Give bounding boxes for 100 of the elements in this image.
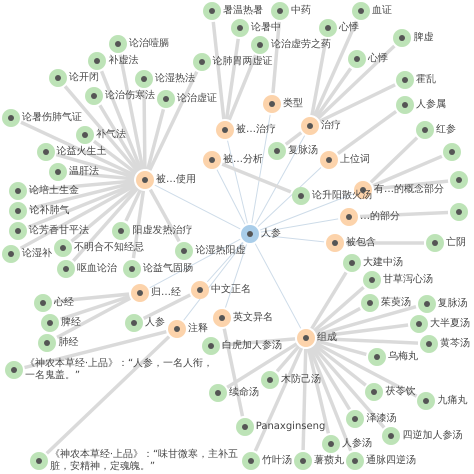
entity-node: 白虎加人参汤 [202, 337, 282, 355]
center-node: 人参 [241, 225, 281, 243]
connector-line [251, 114, 271, 224]
connector-line [314, 67, 352, 118]
connector-line [60, 294, 130, 321]
relation-node: 英文异名 [213, 309, 273, 327]
entity-node: 论暑中 [230, 18, 281, 37]
entity-node: 心悸 [348, 50, 388, 68]
entity-node: 论湿补 [2, 244, 52, 262]
connector-line [254, 243, 302, 329]
connector-line [154, 184, 241, 230]
connector-line [360, 210, 448, 218]
entity-node: 论开闭 [48, 68, 99, 87]
connector-line [20, 184, 136, 250]
entity-node: 黄芩汤 [420, 334, 470, 353]
connector-line [312, 20, 358, 117]
relation-node: 组成 [297, 329, 337, 347]
connector-line [224, 244, 248, 308]
connector-line [56, 296, 132, 339]
connector-line [228, 54, 258, 120]
entity-node: 续命汤 [208, 384, 259, 402]
connector-line [46, 335, 170, 455]
entity-node: 心经 [34, 294, 74, 312]
connector-line [310, 38, 328, 116]
connector-line [132, 190, 146, 258]
connector-line [316, 339, 367, 356]
connector-line [224, 38, 240, 120]
entity-node: 肺经 [38, 334, 78, 352]
relation-node: …的部分 [340, 208, 400, 226]
entity-node: 论补肺气 [9, 202, 70, 220]
relation-node: 注释 [168, 320, 208, 338]
entity-node: 论暑伤肺气证 [2, 108, 82, 127]
connector-line [227, 140, 248, 224]
connector-line [271, 22, 281, 94]
connector-line [260, 234, 325, 242]
relation-node: 上位词 [320, 151, 370, 169]
entity-node: 亡阴 [426, 234, 466, 252]
connector-line [149, 238, 241, 288]
entity-node: 论治伤寒法 [85, 86, 156, 105]
entity-node: 阳虚发热治疗 [112, 222, 192, 240]
entity-node: 四逆加人参汤 [382, 426, 462, 445]
connector-line [370, 136, 418, 184]
connector-line [64, 85, 140, 173]
entity-node: 论湿热法 [134, 70, 195, 88]
connector-line [28, 182, 136, 229]
connector-line [212, 22, 226, 120]
connector-line [142, 293, 191, 320]
entity-node: 甘草泻心汤 [362, 271, 433, 290]
connector-line [254, 135, 306, 225]
entity-node: 中药 [271, 2, 312, 20]
entity-node: 补气法 [76, 126, 126, 144]
connector-line [146, 108, 166, 170]
connector-line [374, 179, 448, 191]
entity-node: 乌梅丸 [368, 348, 418, 366]
entity-node [450, 171, 468, 189]
connector-line [183, 242, 244, 321]
connector-line [28, 179, 134, 192]
relation-node: 中文正名 [191, 281, 251, 299]
entity-node: 论湿热阳虚 [175, 242, 246, 260]
connector-line [100, 70, 143, 170]
connector-line [28, 180, 135, 210]
entity-node: 论益火生土 [36, 142, 107, 161]
connector-line [312, 345, 386, 429]
entity-node: 复脉汤 [418, 294, 468, 313]
connector-line [306, 348, 330, 434]
entity-node: 暑温热暑 [203, 2, 264, 20]
entity-node: 大半夏汤 [410, 314, 470, 333]
connector-line [336, 110, 398, 155]
entity-node: 大建中汤 [342, 254, 403, 272]
relation-node: 治疗 [301, 117, 341, 135]
connector-line [319, 83, 396, 123]
connector-line [276, 345, 300, 372]
entity-node: 人参 [124, 314, 165, 332]
connector-line [310, 272, 348, 330]
relation-node: 归…经 [131, 284, 181, 302]
connector-line [346, 241, 424, 245]
entity-node: 论培土生金 [8, 182, 79, 200]
connector-line [314, 306, 361, 334]
connector-line [316, 336, 418, 345]
connector-line [72, 187, 140, 262]
connector-line [222, 162, 292, 194]
connector-line [258, 167, 322, 227]
entity-node: 心悸 [319, 18, 359, 37]
connector-line [314, 343, 367, 387]
entity-node: 不明合不知经忌 [54, 239, 144, 258]
entity-node: 九痛丸 [417, 392, 468, 410]
relation-node: 类型 [263, 95, 303, 113]
relation-node: 被…使用 [136, 171, 196, 189]
entity-node: 补虚法 [88, 52, 138, 70]
connector-line [316, 44, 396, 120]
connector-line [20, 120, 136, 177]
connector-line [313, 286, 365, 332]
entity-node: 血证 [352, 2, 392, 20]
entity-node: 论升阳散火汤 [292, 187, 372, 205]
entity-node: 论治虚劳之药 [250, 36, 331, 54]
connector-line [148, 188, 181, 242]
connector-line [284, 131, 302, 146]
entity-node: 霍乱 [396, 71, 436, 89]
relation-node: 被…分析 [203, 151, 263, 169]
connector-line [118, 54, 145, 170]
